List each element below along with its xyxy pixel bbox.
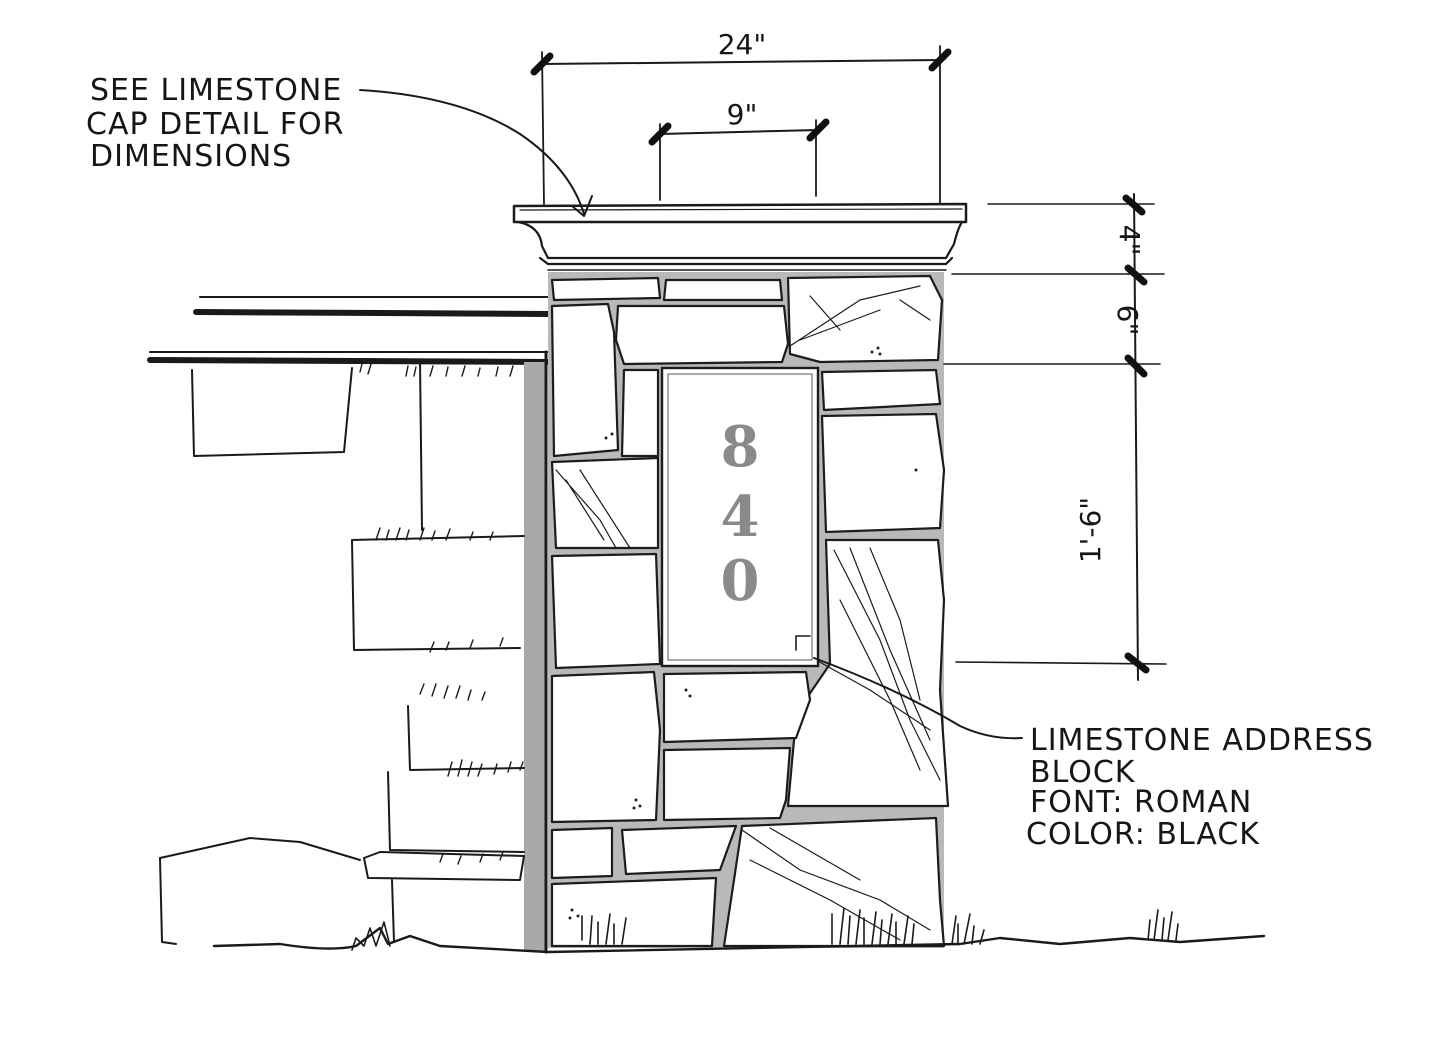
dim-block-width: 9" (648, 98, 830, 201)
dim-vertical-chain: 4" 6" 1'-6" (943, 193, 1167, 681)
dim-block-width-label: 9" (727, 98, 758, 131)
dim-overall-width: 24" (530, 28, 952, 205)
address-digit-1: 8 (721, 414, 760, 480)
address-block: 8 4 0 (660, 366, 820, 668)
cap-note-line-2: CAP DETAIL FOR (86, 107, 344, 142)
stone-pier (548, 272, 950, 948)
block-note-line-1: LIMESTONE ADDRESS (1030, 723, 1374, 758)
block-note-line-4: COLOR: BLACK (1026, 817, 1260, 852)
dim-course-height-label: 6" (1111, 305, 1144, 336)
ground-line (212, 907, 1266, 954)
adjoining-wall (147, 296, 551, 954)
address-digit-3: 0 (721, 548, 760, 614)
cap-note-line-1: SEE LIMESTONE (90, 73, 342, 108)
cap-note-line-3: DIMENSIONS (90, 139, 292, 174)
dim-cap-height-label: 4" (1113, 225, 1146, 256)
dim-block-height-label: 1'-6" (1074, 497, 1107, 563)
callout-cap-detail: SEE LIMESTONE CAP DETAIL FOR DIMENSIONS (86, 73, 593, 217)
dim-overall-width-label: 24" (718, 28, 767, 61)
limestone-cap (512, 202, 968, 271)
block-note-line-3: FONT: ROMAN (1030, 785, 1252, 820)
address-digit-2: 4 (721, 484, 760, 550)
block-note-line-2: BLOCK (1030, 755, 1136, 790)
callout-address-block: LIMESTONE ADDRESS BLOCK FONT: ROMAN COLO… (813, 657, 1374, 852)
